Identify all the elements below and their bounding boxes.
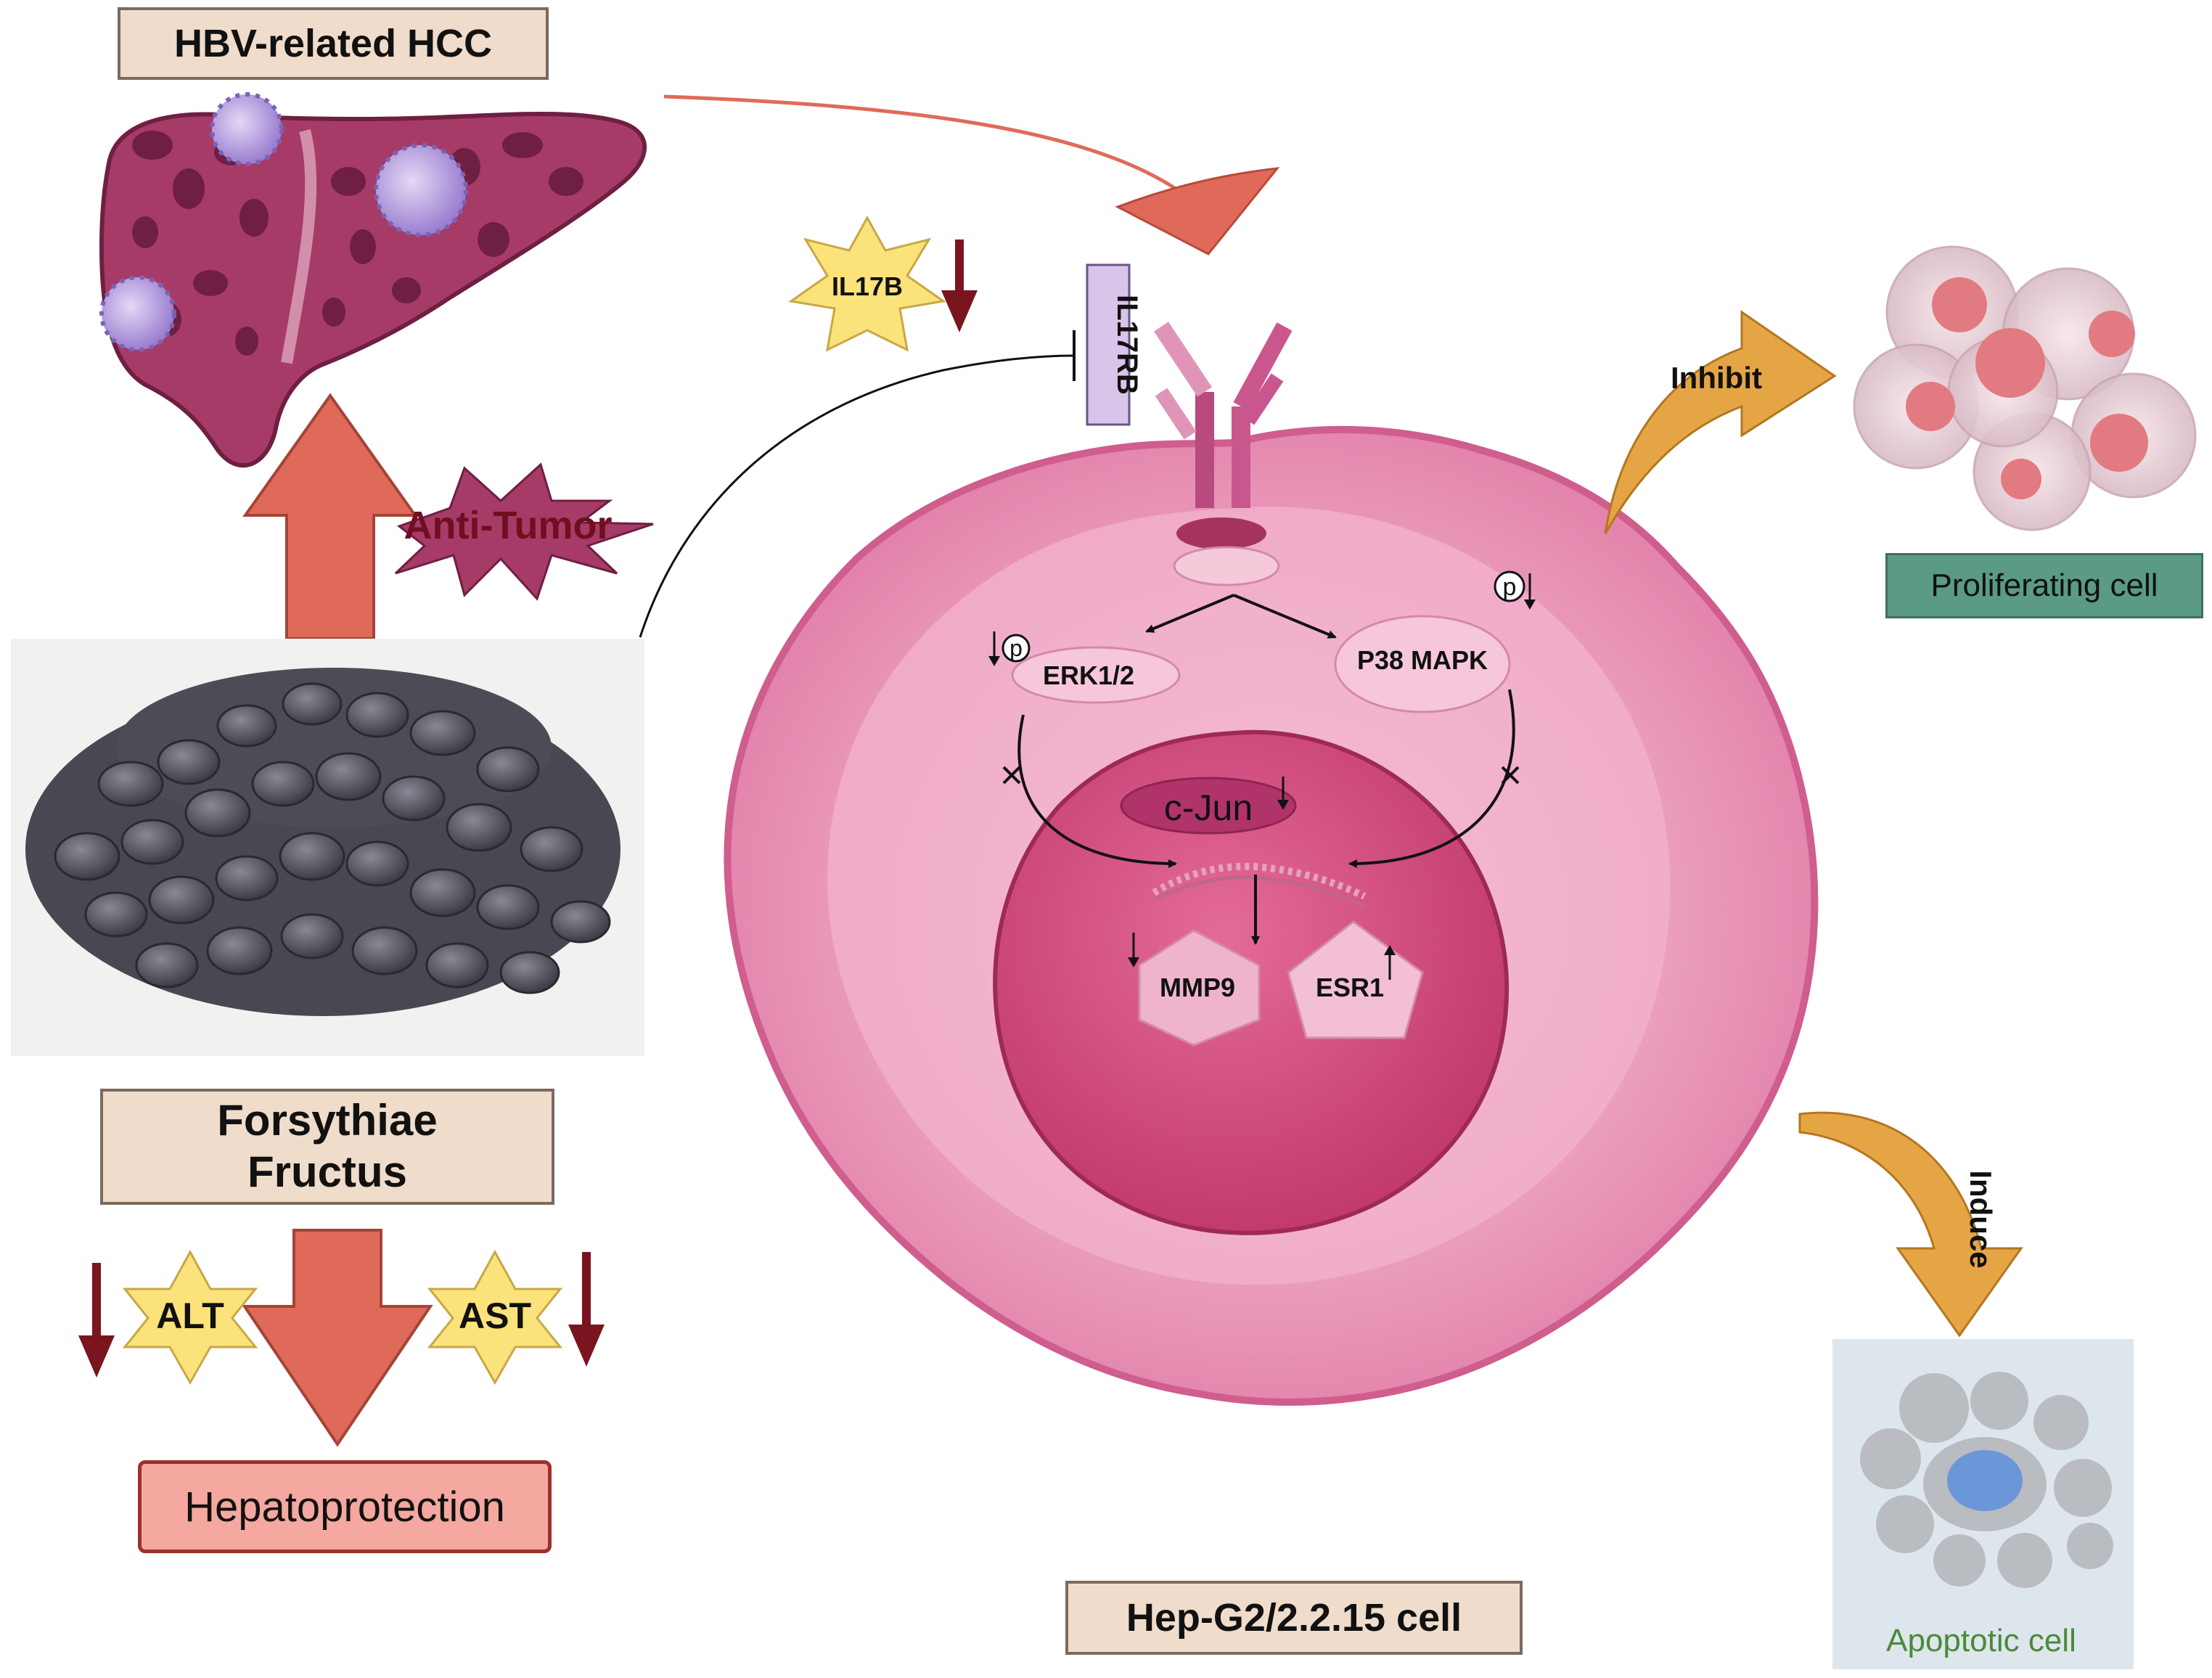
p38-block-mark — [1501, 766, 1520, 785]
hbv-hcc-label: HBV-related HCC — [118, 7, 549, 80]
erk-phospho-down-arrow — [988, 631, 1000, 666]
il17rb-box — [1086, 263, 1131, 426]
ast-down-arrow — [568, 1252, 605, 1367]
inhibit-arrow — [1604, 310, 1837, 534]
p38-node — [1334, 615, 1511, 713]
alt-label: ALT — [156, 1296, 224, 1336]
branch-arrow-p38 — [1233, 594, 1337, 639]
hepatoprotection-label: Hepatoprotection — [138, 1460, 552, 1553]
liver-to-cell-arrowhead — [1115, 167, 1280, 255]
induce-label: Induce — [1964, 1170, 1998, 1268]
ast-label: AST — [459, 1296, 531, 1336]
ast-star — [427, 1249, 563, 1386]
liver-to-cell-arrow — [663, 94, 1177, 191]
mmp9-label: MMP9 — [1160, 973, 1235, 1002]
alt-down-arrow — [78, 1263, 115, 1378]
virus-particle — [374, 143, 468, 237]
induce-arrow — [1798, 1111, 2023, 1338]
cjun-down-arrow — [1277, 777, 1289, 810]
esr1-label: ESR1 — [1316, 973, 1384, 1002]
cjun-label: c-Jun — [1164, 787, 1253, 828]
virus-particle — [99, 275, 176, 352]
esr1-up-arrow — [1384, 945, 1396, 980]
mmp9-shape — [1138, 929, 1261, 1047]
erk-node — [1011, 646, 1181, 704]
alt-star — [122, 1249, 258, 1386]
virus-particle — [210, 92, 284, 166]
forsythiae-photo — [11, 639, 644, 1056]
anti-tumor-up-arrow — [242, 393, 418, 640]
il17rb-label: IL17RB — [1111, 295, 1143, 395]
cell-name-label: Hep-G2/2.2.15 cell — [1065, 1581, 1523, 1655]
mmp9-down-arrow — [1128, 933, 1139, 967]
erk-p-circle — [1001, 634, 1031, 663]
dna-strand — [1152, 862, 1367, 900]
il17rb-receptor — [1154, 322, 1293, 586]
branch-arrow-erk — [1145, 594, 1234, 633]
il17b-label: IL17B — [832, 271, 903, 301]
inhibit-label: Inhibit — [1671, 361, 1762, 395]
p38-to-dna-arrow — [1348, 689, 1515, 868]
il17b-down-arrow — [941, 240, 978, 332]
liver-illustration — [99, 112, 647, 468]
forsythiae-label: Forsythiae Fructus — [100, 1089, 554, 1205]
erk-p-label: p — [1009, 635, 1023, 661]
dna-strand-2 — [1152, 875, 1366, 908]
hepatoprotection-down-arrow — [242, 1229, 433, 1447]
apoptotic-cell-image — [1832, 1339, 2134, 1669]
inhibition-line — [639, 354, 1075, 638]
erk-to-dna-arrow — [1017, 714, 1177, 868]
proliferating-cells — [1853, 245, 2197, 531]
p38-phospho-down-arrow — [1524, 573, 1536, 610]
anti-tumor-burst — [394, 462, 654, 601]
erk-label: ERK1/2 — [1043, 660, 1134, 690]
apoptotic-label: Apoptotic cell — [1886, 1623, 2076, 1658]
anti-tumor-label: Anti-Tumor — [404, 504, 613, 547]
proliferating-label: Proliferating cell — [1885, 553, 2203, 618]
il17b-star — [788, 215, 946, 352]
p38-p-circle — [1494, 570, 1525, 602]
cjun-node — [1120, 777, 1297, 835]
p38-label: P38 MAPK — [1357, 645, 1488, 675]
p38-p-label: p — [1503, 573, 1517, 601]
erk-block-mark — [1002, 766, 1021, 785]
